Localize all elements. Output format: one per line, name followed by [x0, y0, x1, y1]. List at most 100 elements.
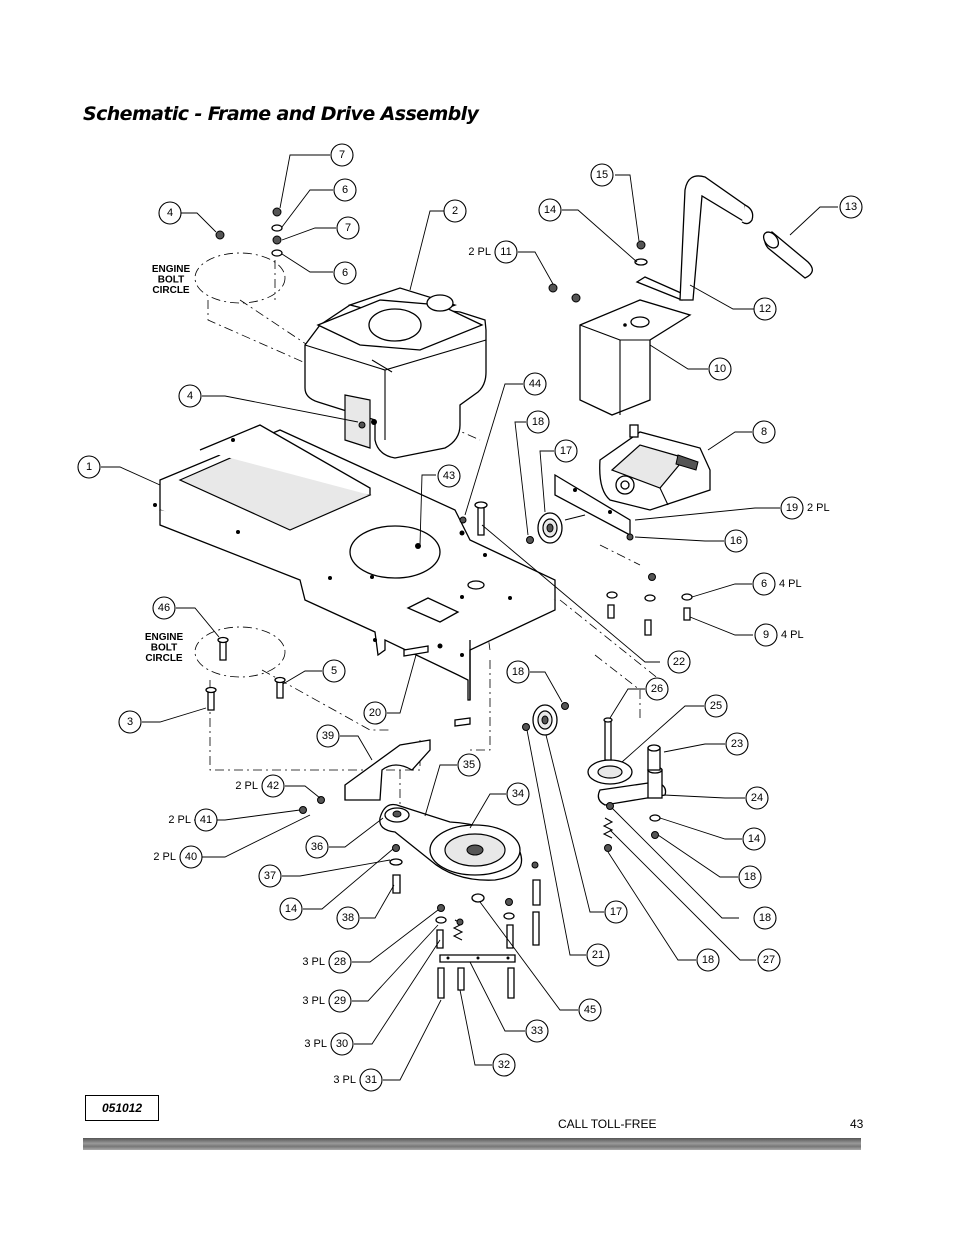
- callout-balloon: [554, 439, 578, 463]
- callout-balloon: [258, 864, 282, 888]
- callout-6: 6: [333, 261, 357, 285]
- callout-number: 11: [500, 246, 511, 258]
- callout-11: 11 2 PL: [468, 240, 518, 264]
- callout-quantity: 2 PL: [235, 780, 258, 792]
- engine: [304, 287, 487, 459]
- callout-quantity: 4 PL: [781, 629, 804, 641]
- callout-balloon: [708, 357, 732, 381]
- callout-number: 31: [365, 1074, 377, 1086]
- callout-18: 18: [526, 410, 550, 434]
- callout-7: 7: [330, 143, 354, 167]
- callout-balloon: [118, 710, 142, 734]
- callout-number: 38: [342, 912, 354, 924]
- callout-46: 46: [152, 596, 176, 620]
- callout-number: 14: [748, 833, 760, 845]
- callout-number: 25: [710, 700, 722, 712]
- callout-number: 24: [751, 792, 763, 804]
- callout-balloon: [724, 529, 748, 553]
- callout-quantity: 3 PL: [304, 1038, 327, 1050]
- stand-bar: [439, 954, 516, 963]
- callout-balloon: [590, 163, 614, 187]
- callout-number: 1: [86, 461, 92, 473]
- callout-10: 10: [708, 357, 732, 381]
- callout-balloon: [526, 410, 550, 434]
- crank-bracket: [579, 299, 692, 416]
- callout-balloon: [158, 201, 182, 225]
- callout-quantity: 3 PL: [302, 956, 325, 968]
- callout-35: 35: [457, 753, 481, 777]
- crank-handle: [635, 175, 754, 301]
- callout-balloon: [305, 835, 329, 859]
- callout-19: 19 2 PL: [780, 496, 830, 520]
- page-title: Schematic - Frame and Drive Assembly: [83, 103, 479, 125]
- callout-balloon: [696, 948, 720, 972]
- callout-balloon: [494, 240, 518, 264]
- callout-balloon: [457, 753, 481, 777]
- callout-18: 18: [696, 948, 720, 972]
- callout-number: 14: [544, 204, 556, 216]
- callout-number: 6: [342, 184, 348, 196]
- callout-balloon: [322, 659, 346, 683]
- callout-27: 27: [757, 948, 781, 972]
- callout-number: 6: [342, 267, 348, 279]
- callout-16: 16: [724, 529, 748, 553]
- page-number: 43: [850, 1117, 864, 1131]
- callout-40: 402 PL: [153, 845, 203, 869]
- callout-number: 7: [345, 222, 351, 234]
- callout-number: 41: [200, 814, 212, 826]
- callout-13: 13: [839, 195, 863, 219]
- callout-balloon: [330, 143, 354, 167]
- callout-balloon: [443, 199, 467, 223]
- callout-number: 40: [185, 851, 197, 863]
- callout-1: 1: [77, 455, 101, 479]
- callout-balloon: [279, 897, 303, 921]
- callout-number: 18: [512, 666, 524, 678]
- callout-18: 18: [753, 906, 777, 930]
- callout-number: 21: [592, 949, 604, 961]
- callout-balloon: [316, 724, 340, 748]
- callout-number: 4: [167, 207, 173, 219]
- callout-balloon: [506, 782, 530, 806]
- callout-number: 7: [339, 149, 345, 161]
- callout-quantity: 2 PL: [468, 246, 491, 258]
- document-code: 051012: [85, 1095, 159, 1121]
- frame: [153, 424, 556, 701]
- callout-38: 38: [336, 906, 360, 930]
- callout-quantity: 4 PL: [779, 578, 802, 590]
- callout-2: 2: [443, 199, 467, 223]
- callout-balloon: [752, 572, 776, 596]
- callout-balloon: [179, 845, 203, 869]
- callout-quantity: 2 PL: [807, 502, 830, 514]
- callout-number: 13: [845, 201, 857, 213]
- callout-21: 21: [586, 943, 610, 967]
- callout-balloon: [578, 998, 602, 1022]
- callout-44: 44: [523, 372, 547, 396]
- callout-number: 30: [336, 1038, 348, 1050]
- callout-number: 22: [673, 656, 685, 668]
- callout-balloon: [586, 943, 610, 967]
- crank-grip: [762, 231, 813, 279]
- callout-number: 19: [786, 502, 798, 514]
- leader-lines: [101, 154, 838, 1081]
- callout-number: 4: [187, 390, 193, 402]
- callout-quantity: 2 PL: [168, 814, 191, 826]
- callout-26: 26: [645, 677, 669, 701]
- callout-balloon: [525, 1019, 549, 1043]
- callout-43: 43: [437, 464, 461, 488]
- callout-number: 3: [127, 716, 133, 728]
- callout-28: 283 PL: [302, 950, 352, 974]
- callout-balloon: [328, 989, 352, 1013]
- callout-14: 14: [279, 897, 303, 921]
- callout-14: 14: [742, 827, 766, 851]
- callout-number: 12: [759, 303, 771, 315]
- callout-8: 8: [752, 420, 776, 444]
- callout-number: 5: [331, 665, 337, 677]
- drive-belt-and-pulley: [379, 803, 523, 881]
- callout-36: 36: [305, 835, 329, 859]
- callout-number: 45: [584, 1004, 596, 1016]
- engine-bolt-circle-top-ellipse: [194, 252, 286, 304]
- callout-balloon: [336, 906, 360, 930]
- callout-17: 17: [604, 900, 628, 924]
